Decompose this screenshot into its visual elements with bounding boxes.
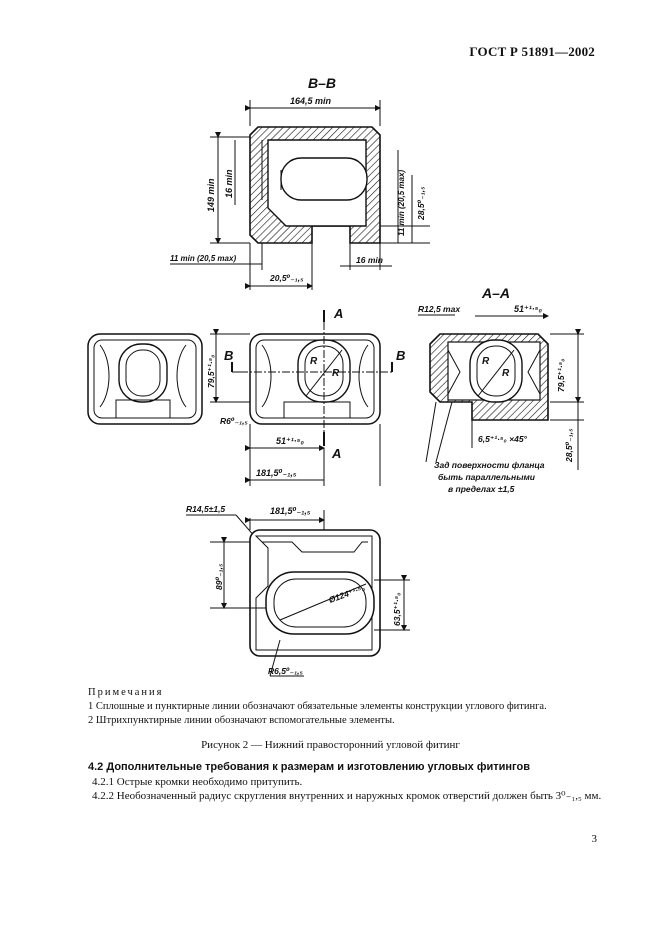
dim-front-radius-small: R6⁰₋₁,₅ — [220, 416, 248, 426]
aa-note-line1: Зад поверхности фланца — [434, 460, 545, 470]
section-aa-title: А–А — [481, 285, 510, 301]
cut-a-top-label: А — [333, 306, 343, 321]
dim-bb-bottom-mid: 20,5⁰₋₁,₅ — [269, 273, 304, 283]
aa-r-label-2: R — [502, 368, 510, 379]
dim-bb-height: 149 min — [206, 178, 216, 212]
notes-title: Примечания — [88, 687, 164, 698]
top-view: R14,5±1,5 181,5⁰₋₁,₅ Ø124⁺¹·⁵₀ 89⁰₋₁,₅ 6… — [186, 504, 410, 677]
aa-note-line3: в пределах ±1,5 — [448, 484, 515, 494]
section-4-2: 4.2 Дополнительные требования к размерам… — [88, 760, 604, 804]
note-item-1: 1 Сплошные и пунктирные линии обозначают… — [88, 701, 547, 712]
dim-aa-chamfer: 6,5⁺¹·⁵₀ ×45° — [478, 434, 528, 444]
notes-block: Примечания 1 Сплошные и пунктирные линии… — [88, 686, 608, 728]
dim-aa-right: 28,5⁰₋₁,₅ — [564, 428, 574, 463]
dim-front-width: 181,5⁰₋₁,₅ — [256, 468, 297, 478]
section-aa-view: А–А R12,5 max 51⁺¹·⁵₀ R R 79,5⁺¹·⁵₀ 28,5… — [418, 285, 584, 494]
dim-bb-right-tol: 28,5⁰₋₁,₅ — [416, 186, 426, 221]
section-bb-view: В–В 164,5 min 149 min 16 min 11 min (20,… — [170, 75, 430, 290]
dim-top-hole-height: 63,5⁺¹·⁵₀ — [392, 592, 402, 626]
dim-top-width: 181,5⁰₋₁,₅ — [270, 506, 311, 516]
technical-drawing: В–В 164,5 min 149 min 16 min 11 min (20,… — [87, 75, 584, 677]
figure-caption: Рисунок 2 — Нижний правосторонний углово… — [201, 739, 460, 751]
front-view: В В А А R R 79,5⁺¹·⁵₀ R6⁰₋₁,₅ 51⁺¹·⁵₀ 18… — [206, 306, 405, 486]
dim-front-offset: 51⁺¹·⁵₀ — [276, 436, 304, 446]
dim-front-height: 79,5⁺¹·⁵₀ — [206, 354, 216, 388]
cut-b-left-label: В — [224, 348, 233, 363]
note-item-2: 2 Штрихпунктирные линии обозначают вспом… — [88, 715, 395, 726]
front-r-label-1: R — [310, 356, 318, 367]
front-r-label-2: R — [332, 368, 340, 379]
dim-bb-bottom-left: 11 min (20,5 max) — [170, 254, 236, 263]
dim-bb-width: 164,5 min — [290, 96, 332, 106]
paragraph-4-2-1: 4.2.1 Острые кромки необходимо притупить… — [92, 775, 303, 788]
dim-bb-wall: 16 min — [224, 169, 234, 198]
dim-bb-right-min: 11 min (20,5 max) — [397, 170, 406, 236]
section-heading: 4.2 Дополнительные требования к размерам… — [88, 761, 530, 773]
dim-top-radius: R14,5±1,5 — [186, 504, 225, 514]
page-number: 3 — [591, 833, 598, 845]
side-view-left — [87, 333, 203, 425]
dim-aa-radius: R12,5 max — [418, 304, 461, 314]
dim-bb-bottom-right: 16 min — [356, 255, 383, 265]
dim-aa-height: 79,5⁺¹·⁵₀ — [556, 358, 566, 392]
aa-r-label-1: R — [482, 356, 490, 367]
paragraph-4-2-2: 4.2.2 Необозначенный радиус скругления в… — [92, 790, 602, 802]
standard-header: ГОСТ Р 51891—2002 — [469, 44, 595, 59]
dim-top-height: 89⁰₋₁,₅ — [214, 563, 224, 590]
cut-a-bottom-label: А — [331, 446, 341, 461]
section-bb-title: В–В — [308, 75, 336, 91]
dim-top-radius-bottom: R6,5⁰₋₁,₅ — [268, 666, 304, 676]
cut-b-right-label: В — [396, 348, 405, 363]
aa-note-line2: быть параллельными — [438, 472, 536, 482]
dim-aa-top: 51⁺¹·⁵₀ — [514, 304, 542, 314]
